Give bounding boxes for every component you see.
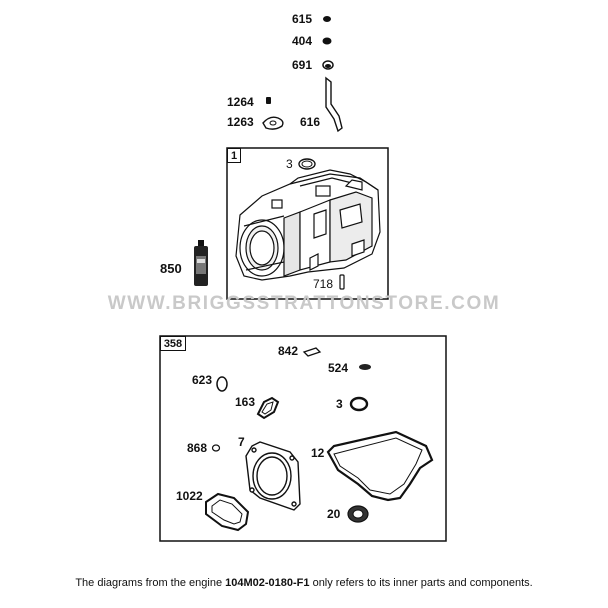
label-20[interactable]: 20 (327, 507, 341, 521)
label-691[interactable]: 691 (292, 58, 313, 72)
part-3-oring-kit (349, 396, 369, 412)
part-691-shape (322, 60, 334, 70)
footer-prefix: The diagrams from the engine (75, 577, 226, 589)
part-3-oring-top (298, 158, 316, 170)
part-1264-screw (266, 97, 271, 104)
kit-358-tag: 358 (160, 336, 186, 351)
kit-358-frame (159, 335, 447, 542)
label-718[interactable]: 718 (313, 277, 334, 291)
label-868[interactable]: 868 (187, 441, 208, 455)
label-12[interactable]: 12 (311, 446, 325, 460)
watermark: WWW.BRIGGSSTRATTONSTORE.COM (107, 293, 501, 314)
part-12-crankcase-gasket (326, 430, 434, 502)
part-1263-gasket (262, 116, 284, 130)
kit-1-tag: 1 (227, 148, 241, 163)
part-868-washer (211, 444, 221, 452)
label-615[interactable]: 615 (292, 12, 313, 26)
footer-caption: The diagrams from the engine 104M02-0180… (0, 577, 608, 589)
label-1264[interactable]: 1264 (227, 95, 254, 109)
label-3-top[interactable]: 3 (286, 157, 293, 171)
part-524-seal (359, 364, 371, 370)
label-7[interactable]: 7 (238, 435, 245, 449)
part-1022-gasket (205, 492, 250, 532)
label-850[interactable]: 850 (160, 261, 182, 276)
footer-model: 104M02-0180-F1 (225, 577, 310, 589)
part-615-shape (323, 16, 331, 22)
part-842-gasket (302, 347, 322, 357)
label-3-kit[interactable]: 3 (336, 397, 343, 411)
cylinder-block (235, 169, 381, 281)
part-404-shape (322, 37, 332, 45)
kit-1-frame (226, 147, 389, 300)
label-524[interactable]: 524 (328, 361, 349, 375)
footer-suffix: only refers to its inner parts and compo… (309, 577, 533, 589)
part-850-bottle (194, 240, 208, 286)
label-404[interactable]: 404 (292, 34, 313, 48)
part-616-dipstick (325, 76, 343, 133)
label-1022[interactable]: 1022 (176, 489, 203, 503)
label-163[interactable]: 163 (235, 395, 256, 409)
part-718-pin (339, 274, 345, 290)
part-623-ring (216, 376, 228, 392)
label-842[interactable]: 842 (278, 344, 299, 358)
part-20-oil-seal (347, 505, 369, 523)
label-616[interactable]: 616 (300, 115, 321, 129)
part-163-gasket (256, 396, 280, 420)
part-7-head-gasket (245, 441, 301, 511)
label-1263[interactable]: 1263 (227, 115, 254, 129)
label-623[interactable]: 623 (192, 373, 213, 387)
